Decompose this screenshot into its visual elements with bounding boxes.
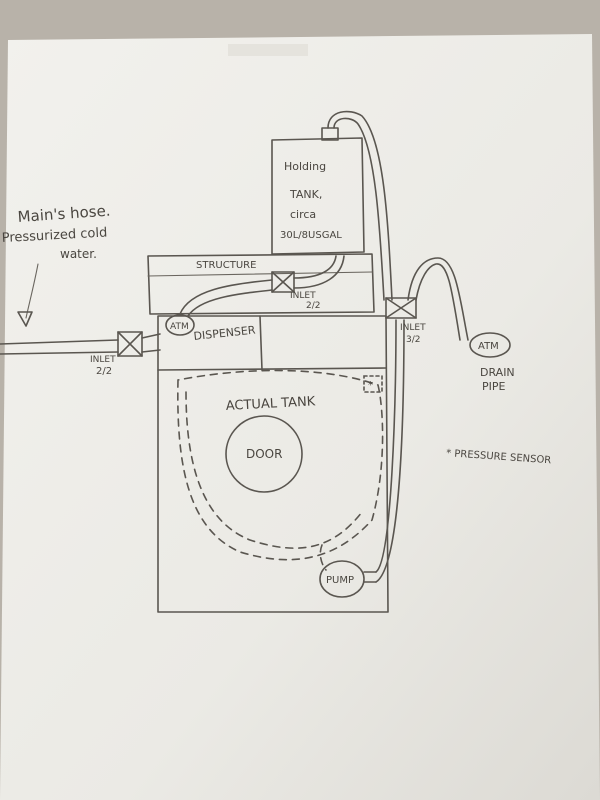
atm-drain-label: ATM [478, 341, 499, 352]
water-label: water. [60, 247, 97, 261]
holding-circa-label: circa [290, 208, 316, 221]
inlet-right-ratio: 3/2 [406, 335, 420, 345]
pump-label: PUMP [326, 575, 354, 586]
holding-tank-label: TANK, [289, 188, 322, 201]
mains-arrow [17, 263, 39, 327]
dispenser-feed-pipe [179, 279, 273, 315]
pressure-sensor-box: * [363, 375, 383, 393]
svg-text:*: * [368, 380, 373, 391]
drain-return-pipe [375, 319, 397, 573]
inlet-valve-right [385, 297, 417, 319]
inlet-left-ratio: 2/2 [96, 366, 112, 377]
holding-capacity-label: 30L/8USGAL [280, 230, 342, 241]
drain-pipe [415, 263, 461, 341]
atm-dispenser-bubble [165, 314, 195, 336]
actual-tank-outline [177, 369, 384, 561]
atm-drain-bubble [469, 332, 511, 358]
holding-tank-outlet-pipe [327, 110, 393, 301]
pump-circle [319, 560, 365, 598]
inlet-valve-left [117, 331, 143, 357]
holding-label: Holding [284, 160, 326, 173]
paper-tape [228, 44, 308, 56]
inlet-right-label: INLET [400, 323, 426, 333]
atm-dispenser-label: ATM [170, 322, 189, 332]
inlet-valve-top [271, 271, 295, 293]
structure-box [147, 253, 375, 315]
structure-label: STRUCTURE [196, 260, 256, 271]
door-label: DOOR [246, 447, 282, 461]
inlet-top-label: INLET [290, 291, 316, 301]
inlet-top-ratio: 2/2 [306, 301, 320, 311]
inlet-left-label: INLET [90, 355, 116, 365]
door-circle [225, 415, 303, 493]
holding-tank [271, 127, 365, 255]
actual-tank-label: ACTUAL TANK [225, 394, 316, 414]
pressurized-label: Pressurized cold [1, 225, 107, 246]
holding-tank-feed-pipe [293, 255, 337, 279]
dispenser-label: DISPENSER [193, 324, 256, 343]
drain-label: DRAIN [480, 366, 515, 379]
pipe-label: PIPE [482, 380, 506, 393]
mains-hose-pipe [0, 333, 161, 355]
paper-sheet [0, 34, 600, 800]
machine-body [157, 315, 389, 613]
